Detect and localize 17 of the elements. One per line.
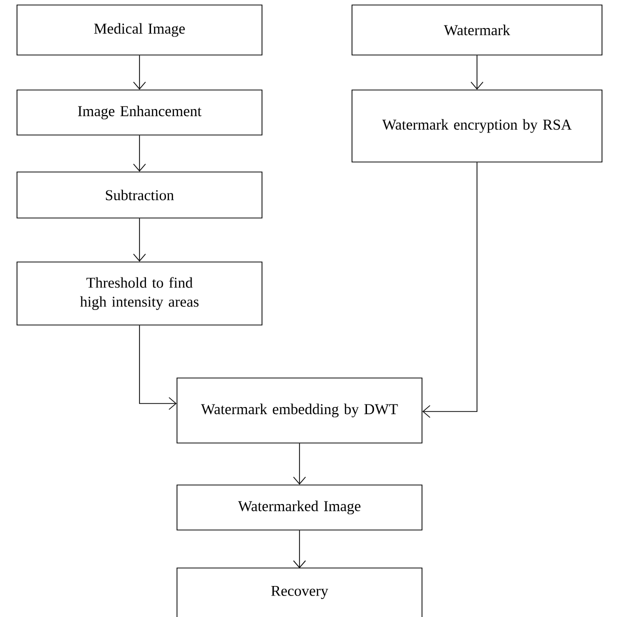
- arrow: [133, 135, 146, 172]
- arrow: [133, 55, 146, 90]
- process-box: Threshold to find high intensity areas: [16, 262, 262, 326]
- arrow: [293, 443, 306, 485]
- process-box: Watermark encryption by RSA: [352, 90, 602, 162]
- process-box: Recovery: [176, 568, 422, 617]
- arrow: [139, 325, 177, 410]
- process-box: Watermarked Image: [176, 484, 422, 530]
- arrow: [133, 218, 146, 262]
- arrow: [470, 55, 484, 90]
- arrow: [422, 162, 478, 418]
- process-box: Watermark: [352, 4, 602, 56]
- process-box: Image Enhancement: [16, 90, 262, 136]
- process-box: Medical Image: [16, 4, 262, 56]
- process-box: Subtraction: [16, 172, 262, 218]
- process-box: Watermark embedding by DWT: [176, 378, 422, 444]
- arrow: [293, 530, 306, 568]
